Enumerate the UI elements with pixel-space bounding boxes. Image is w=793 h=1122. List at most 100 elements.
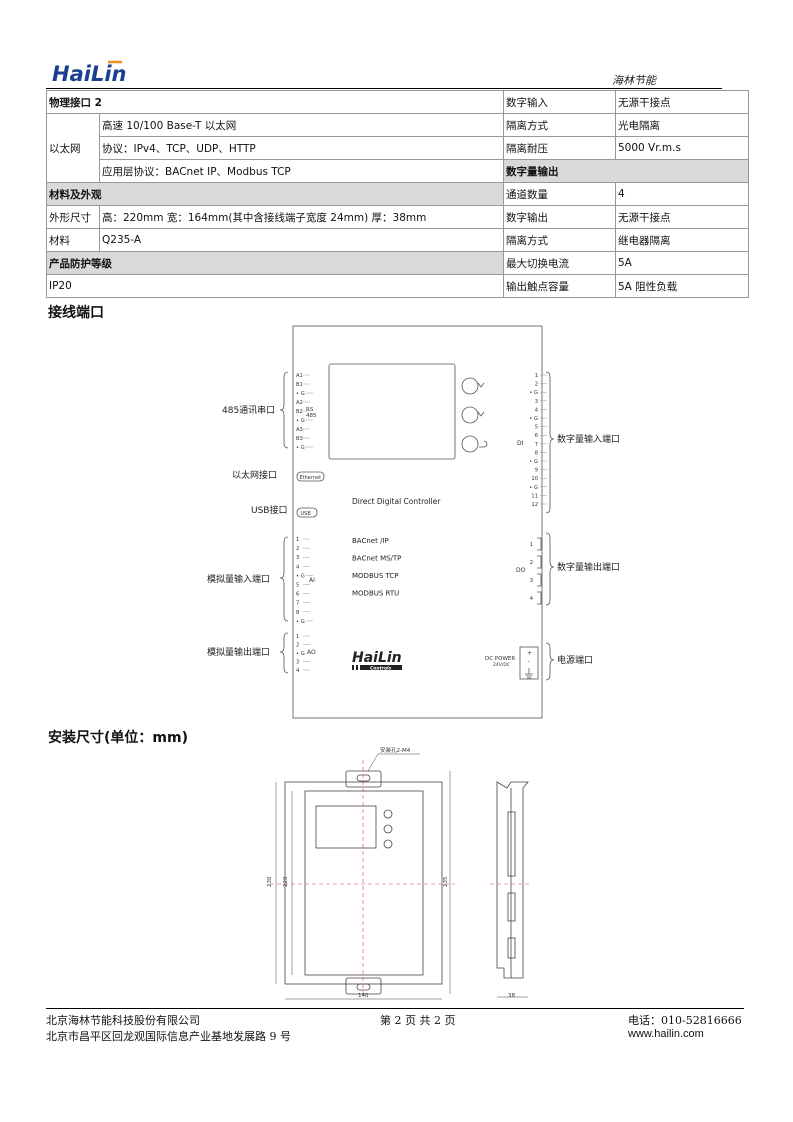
return-arrow-icon — [479, 440, 488, 448]
table-cell: 5000 Vr.m.s — [615, 136, 749, 160]
enter-button — [461, 435, 479, 453]
ai-pin: 3 — [296, 555, 299, 561]
front-button-1 — [383, 809, 393, 819]
table-cell: 协议：IPv4、TCP、UDP、HTTP — [99, 136, 504, 160]
ai-pin: 2 — [296, 546, 299, 552]
down-arrow-icon — [477, 411, 485, 417]
ai-bracket — [279, 536, 289, 622]
ground-icon — [525, 668, 533, 679]
table-cell: 5A 阻性负载 — [615, 274, 749, 298]
footer-company: 北京海林节能科技股份有限公司 — [46, 1014, 200, 1027]
di-pin: • G — [529, 390, 538, 396]
ai-pin: • G — [296, 573, 305, 579]
do-relay-4 — [537, 591, 542, 605]
table-cell: 隔离方式 — [503, 228, 616, 252]
ao-label: AO — [307, 649, 316, 656]
side-terminal-1 — [507, 811, 516, 877]
ai-pin: 1 — [296, 537, 299, 543]
di-pin: • G — [529, 459, 538, 465]
power-minus: - — [528, 658, 530, 665]
up-button — [461, 377, 479, 395]
ao-pin: 1 — [296, 634, 299, 640]
rs485-pin: B3 — [296, 436, 303, 442]
table-row: 协议：IPv4、TCP、UDP、HTTP 隔离耐压 5000 Vr.m.s — [47, 136, 749, 160]
device-logo: HaiLin Controls — [352, 650, 402, 672]
table-cell: 4 — [615, 182, 749, 206]
rs485-pin: • G — [296, 418, 305, 424]
footer-page: 第 2 页 共 2 页 — [380, 1014, 456, 1027]
front-view-inner — [304, 790, 424, 976]
table-cell: 材料及外观 — [46, 182, 504, 206]
ao-pin: 3 — [296, 660, 299, 666]
table-cell: 无源干接点 — [615, 90, 749, 114]
ethernet-port-label: Ethernet — [300, 475, 322, 481]
table-row: 材料 Q235-A 隔离方式 继电器隔离 — [46, 228, 749, 252]
ethernet-port — [296, 471, 325, 482]
dim-height-right: 235 — [443, 876, 449, 887]
mount-tab-top — [345, 770, 382, 788]
mount-hole-top — [356, 774, 371, 782]
table-row: IP20 输出触点容量 5A 阻性负载 — [46, 274, 749, 298]
rs485-pin: B1 — [296, 382, 303, 388]
protocol-item: MODBUS TCP — [352, 572, 399, 580]
side-view-outline — [496, 781, 529, 979]
table-cell: 输出触点容量 — [503, 274, 616, 298]
footer-website: www.hailin.com — [628, 1028, 704, 1040]
table-cell: 光电隔离 — [615, 113, 749, 137]
di-bracket — [545, 371, 555, 514]
ai-pin: 8 — [296, 610, 299, 616]
section-title-install: 安装尺寸(单位：mm) — [48, 730, 188, 746]
ai-pin: 6 — [296, 592, 299, 598]
ai-pin: 4 — [296, 564, 300, 570]
di-pin: 8 — [535, 450, 538, 456]
di-pin: 12 — [531, 502, 538, 508]
hole-leader-line — [367, 753, 379, 772]
device-logo-text: HaiLin — [352, 650, 402, 666]
dim-width: 140 — [358, 993, 369, 999]
callout-usb: USB接口 — [251, 504, 287, 516]
table-cell: 无源干接点 — [615, 205, 749, 229]
footer-divider — [46, 1008, 744, 1009]
power-plus: + — [527, 650, 532, 657]
controller-body — [292, 325, 543, 719]
table-row: 外形尺寸 高：220mm 宽：164mm(其中含接线端子宽度 24mm) 厚：3… — [46, 205, 749, 229]
controller-title: Direct Digital Controller — [352, 497, 441, 506]
mount-tab-bottom — [345, 977, 382, 995]
usb-port — [296, 507, 318, 518]
power-bracket — [545, 642, 555, 681]
table-cell: 最大切换电流 — [503, 251, 616, 275]
company-name-header: 海林节能 — [612, 74, 656, 87]
table-cell: 材料 — [46, 228, 100, 252]
hailin-logo: HaiLin — [52, 60, 126, 86]
mount-hole-bottom — [356, 983, 371, 991]
di-label: DI — [517, 440, 524, 447]
front-button-3 — [383, 839, 393, 849]
table-cell: 数字量输出 — [503, 159, 749, 183]
table-cell: 外形尺寸 — [46, 205, 100, 229]
table-cell: 应用层协议：BACnet IP、Modbus TCP — [99, 159, 504, 183]
ao-bracket — [279, 632, 289, 674]
di-pin: 1 — [535, 373, 538, 379]
table-cell: 高速 10/100 Base-T 以太网 — [99, 113, 504, 137]
rs485-pin: B2 — [296, 409, 303, 415]
rs485-pin: A1 — [296, 373, 303, 379]
di-pin: 4 — [535, 407, 539, 413]
protocol-item: MODBUS RTU — [352, 590, 399, 598]
di-pin: • G — [529, 416, 538, 422]
ai-label: AI — [309, 577, 315, 584]
rs485-pin: A2 — [296, 400, 303, 406]
power-voltage: 24V/DC — [493, 662, 510, 668]
ai-pin: 5 — [296, 583, 299, 589]
table-cell: 隔离耐压 — [503, 136, 616, 160]
ai-pin: • G — [296, 619, 305, 625]
rs485-bracket — [279, 371, 289, 449]
di-pin: 6 — [535, 433, 538, 439]
spec-table: 物理接口 2 数字输入 无源干接点 以太网 高速 10/100 Base-T 以… — [46, 90, 749, 298]
table-row: 物理接口 2 数字输入 无源干接点 — [46, 90, 749, 114]
table-cell: 高：220mm 宽：164mm(其中含接线端子宽度 24mm) 厚：38mm — [99, 205, 504, 229]
install-diagram — [270, 753, 530, 1000]
di-pin: 3 — [535, 399, 538, 405]
do-relay-1 — [537, 537, 542, 551]
